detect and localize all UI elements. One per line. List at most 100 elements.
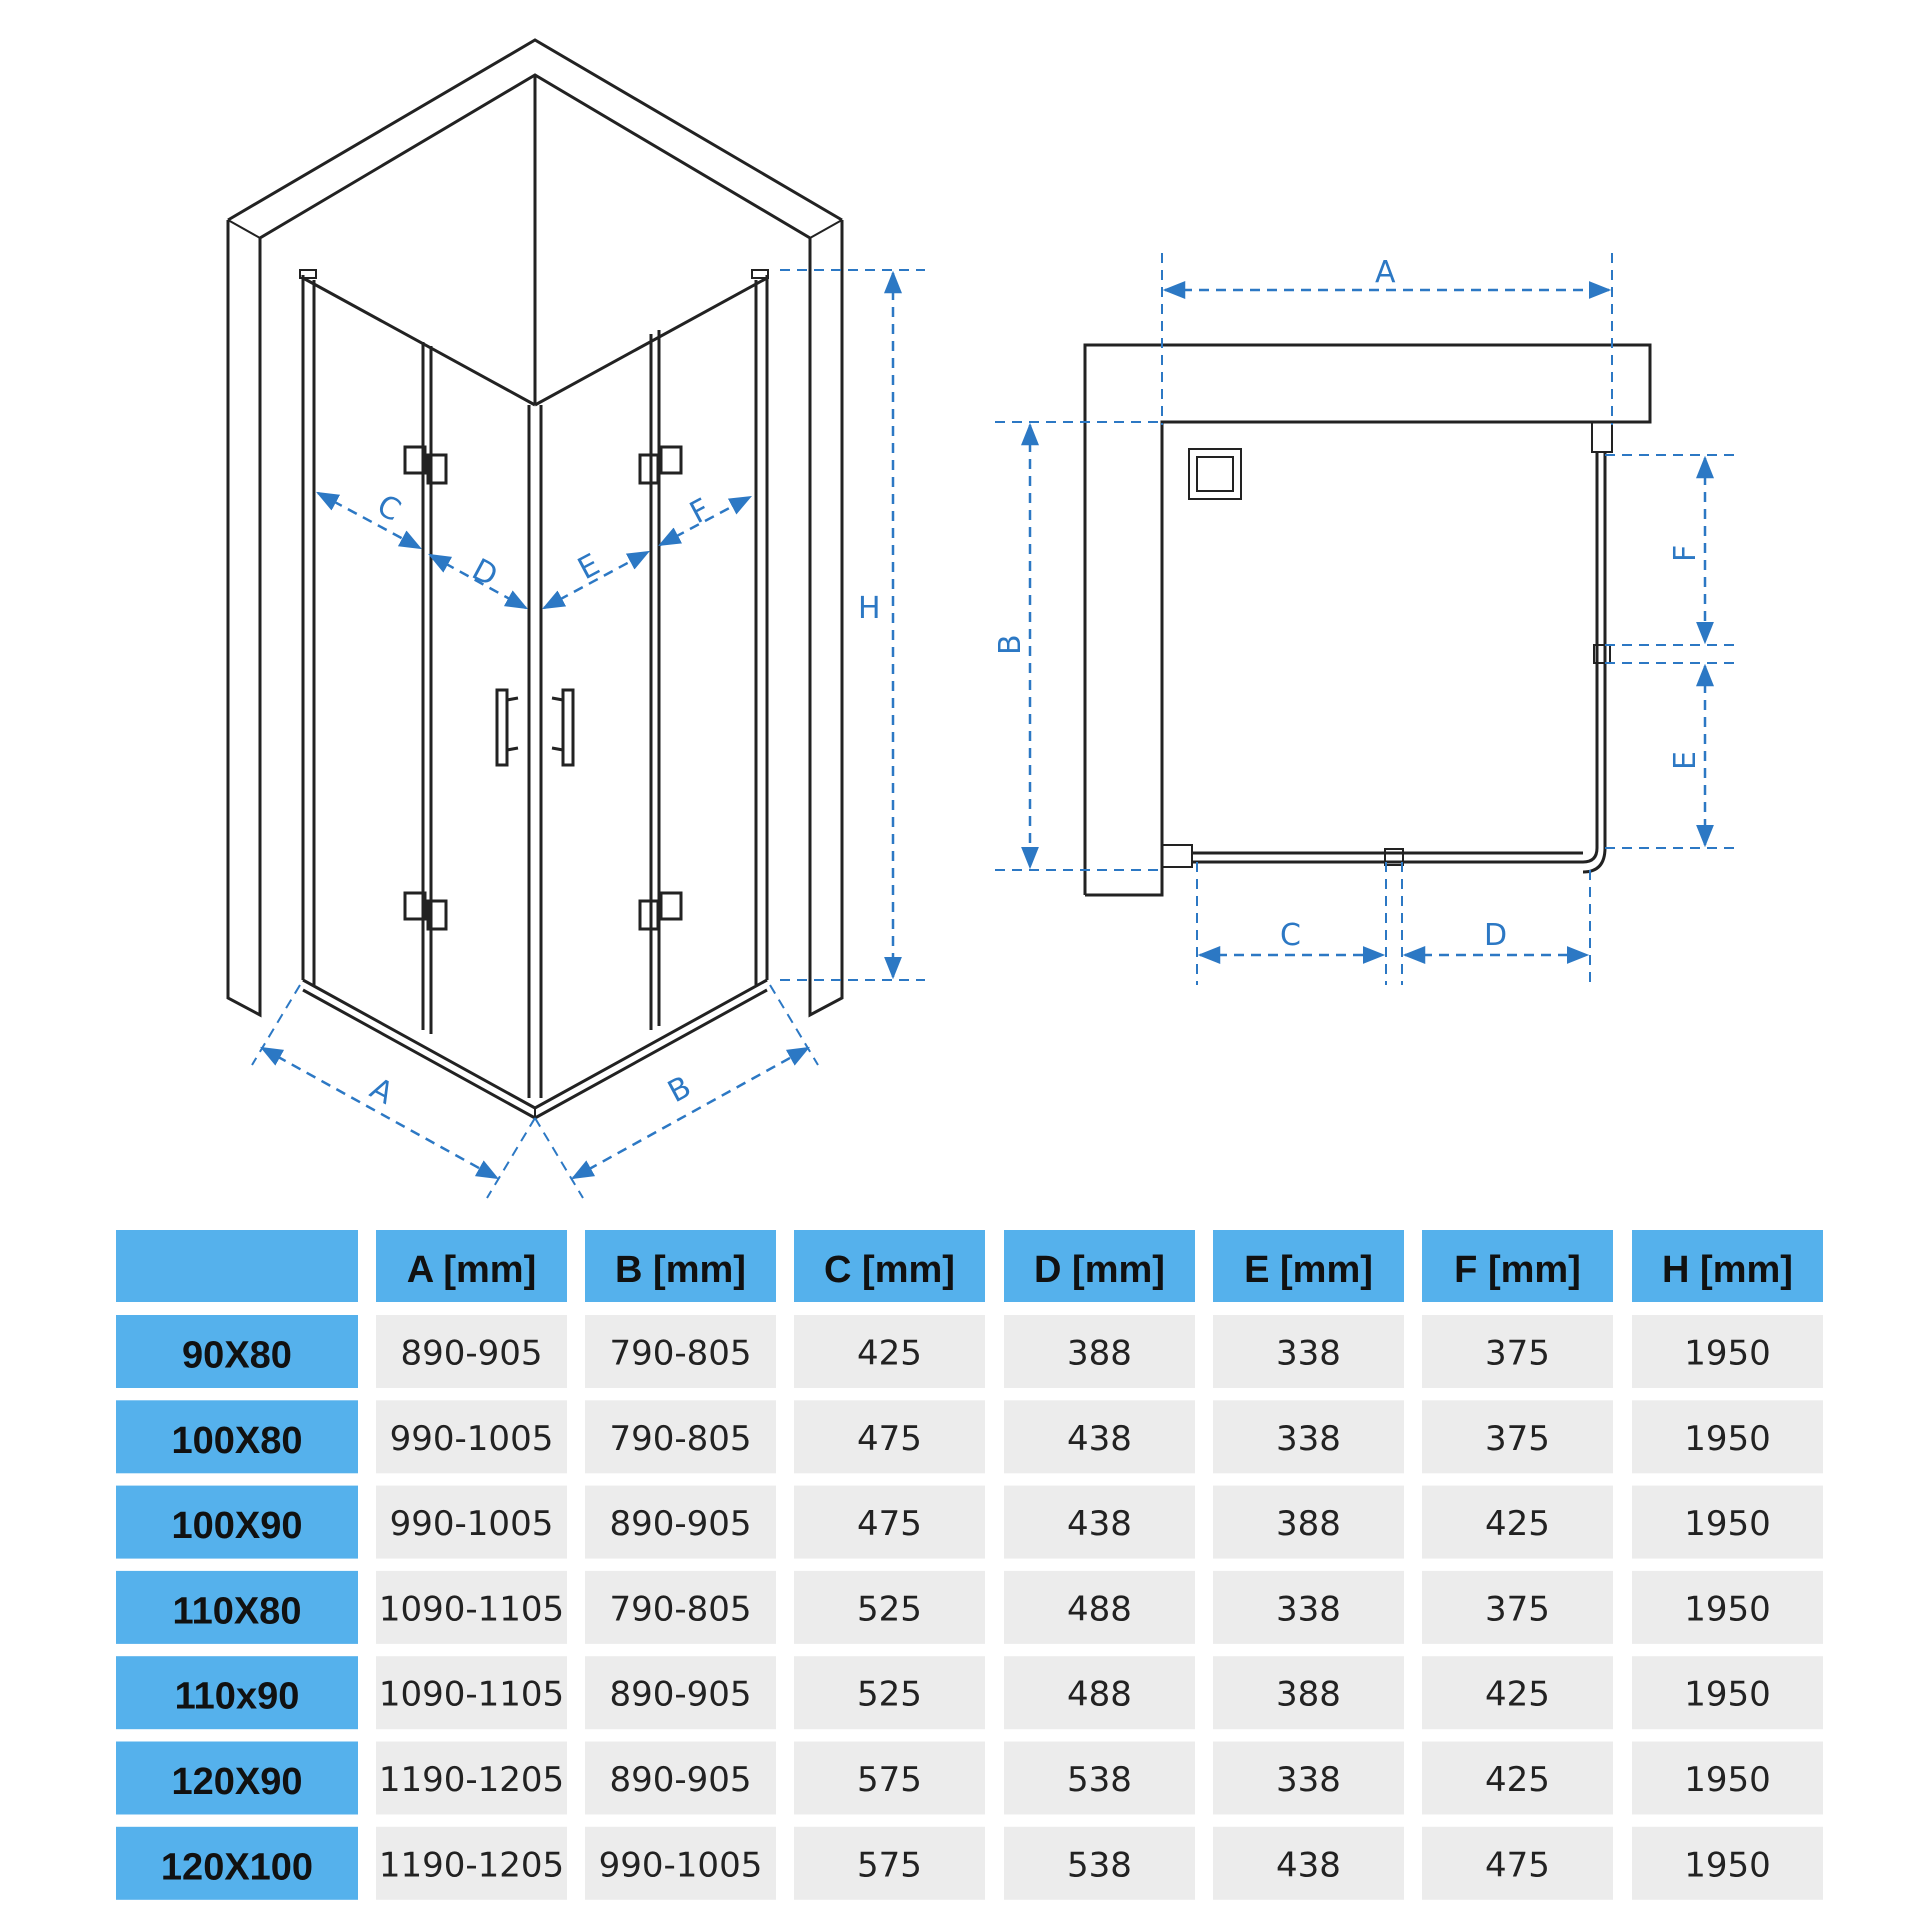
table-cell [794,1741,985,1815]
table-cell-value: 890-905 [609,1675,751,1715]
table-cell-value: 890-905 [609,1504,751,1544]
table-row-label-cell [116,1570,358,1644]
table-cell-value: 1950 [1684,1419,1771,1459]
dim-label-f: F [684,492,716,531]
table-cell [585,1656,776,1730]
table-header-label: E [mm] [1244,1249,1373,1291]
plan-enclosure [1161,421,1613,874]
table-row-label: 110X80 [173,1590,302,1632]
table-row-label-cell [116,1826,358,1900]
table-row-label: 100X80 [171,1420,302,1462]
table-cell [376,1400,567,1474]
table-row-label-cell [116,1315,358,1388]
table-cell [1632,1656,1823,1730]
plan-label-c: C [1280,918,1301,953]
table-header-cell [585,1230,776,1302]
table-header-cell [794,1230,985,1302]
hinge-icon [403,445,683,931]
table-cell-value: 575 [857,1760,922,1800]
table-cell-value: 890-905 [400,1334,542,1374]
table-cell [1213,1741,1404,1815]
table-header-label: D [mm] [1034,1249,1165,1291]
table-header-label: C [mm] [824,1249,955,1291]
table-cell-value: 525 [857,1675,922,1715]
table-cell [1422,1656,1613,1730]
isometric-view: C D E F H A B [226,38,925,1199]
table-cell [585,1485,776,1559]
table-cell [1422,1741,1613,1815]
table-cell [1213,1315,1404,1388]
table-cell [376,1485,567,1559]
table-header-cell [1422,1230,1613,1302]
table-row-label: 120X90 [171,1761,302,1803]
table-cell-value: 338 [1276,1334,1341,1374]
table-cell [1422,1826,1613,1900]
table-row-label-cell [116,1485,358,1559]
table-cell [1422,1570,1613,1644]
table-cell [1004,1570,1195,1644]
table-cell-value: 375 [1485,1589,1550,1629]
table-cell-value: 1950 [1684,1760,1771,1800]
table-cell-value: 388 [1276,1675,1341,1715]
table-cell [585,1826,776,1900]
corner-walls [226,38,844,1018]
table-cell [794,1826,985,1900]
table-row-label: 120X100 [161,1846,313,1888]
table-cell-value: 475 [857,1419,922,1459]
table-cell [1422,1485,1613,1559]
table-cell-value: 375 [1485,1334,1550,1374]
table-cell [585,1400,776,1474]
table-header-label: B [mm] [615,1249,746,1291]
dimensions-table: A [mm]B [mm]C [mm]D [mm]E [mm]F [mm]H [m… [116,1230,1823,1900]
table-cell-value: 338 [1276,1760,1341,1800]
table-cell-value: 990-1005 [599,1845,763,1885]
table-header-label: A [mm] [407,1249,536,1291]
table-cell-value: 338 [1276,1589,1341,1629]
plan-label-a: A [1375,255,1396,290]
plan-label-d: D [1484,918,1507,953]
table-cell-value: 1190-1205 [379,1845,564,1885]
table-cell [1004,1485,1195,1559]
table-cell-value: 388 [1067,1334,1132,1374]
table-header-cell [376,1230,567,1302]
table-cell-value: 1950 [1684,1504,1771,1544]
table-cell-value: 1950 [1684,1589,1771,1629]
table-cell-value: 1090-1105 [379,1675,564,1715]
table-cell [1004,1826,1195,1900]
table-cell-value: 425 [1485,1504,1550,1544]
table-cell-value: 890-905 [609,1760,751,1800]
table-cell [1213,1826,1404,1900]
table-cell-value: 488 [1067,1589,1132,1629]
table-row-label-cell [116,1400,358,1474]
table-cell [376,1741,567,1815]
plan-label-b: B [993,634,1028,655]
table-cell-value: 575 [857,1845,922,1885]
table-cell-value: 425 [1485,1760,1550,1800]
table-cell [1632,1826,1823,1900]
table-cell [1632,1400,1823,1474]
table-cell [1422,1400,1613,1474]
table-cell [794,1400,985,1474]
table-cell-value: 790-805 [609,1334,751,1374]
plan-label-f: F [1668,545,1703,562]
table-cell [794,1315,985,1388]
table-cell [376,1656,567,1730]
plan-label-e: E [1668,751,1703,770]
table-cell [1632,1570,1823,1644]
table-cell [1213,1485,1404,1559]
table-cell-value: 1950 [1684,1334,1771,1374]
table-row-label: 110x90 [175,1676,300,1718]
table-cell [1422,1315,1613,1388]
table-row-label-cell [116,1656,358,1730]
table-cell [376,1826,567,1900]
table-cell [794,1570,985,1644]
handle-icon [495,688,575,767]
table-cell-value: 425 [857,1334,922,1374]
table-cell-value: 475 [857,1504,922,1544]
dim-label-e: E [572,547,605,587]
table-cell-value: 488 [1067,1675,1132,1715]
dim-label-d: D [466,552,503,594]
table-header-cell [116,1230,358,1302]
shower-enclosure [299,269,769,1120]
table-cell-value: 375 [1485,1419,1550,1459]
